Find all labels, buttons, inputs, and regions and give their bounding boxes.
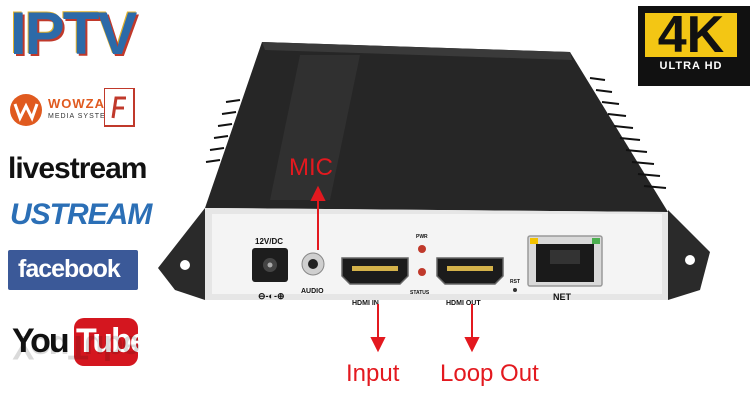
reset-button bbox=[513, 288, 517, 292]
iptv-logo: IPTV bbox=[10, 0, 137, 67]
ustream-logo: USTREAM bbox=[10, 198, 152, 231]
pwr-led-label: PWR bbox=[416, 234, 428, 240]
4k-badge-text: 4K bbox=[657, 6, 725, 64]
facebook-logo-box bbox=[8, 250, 138, 290]
mic-arrow-icon bbox=[310, 185, 326, 201]
streaming-logos: IPTV WOWZA MEDIA SYSTEMS livestream USTR… bbox=[0, 0, 170, 400]
polarity-icon: ⊖-◐-⊕ bbox=[258, 291, 285, 301]
4k-ultra-hd-badge: 4K ULTRA HD bbox=[638, 6, 750, 86]
mic-caption: MIC bbox=[289, 154, 333, 181]
flash-logo-icon bbox=[104, 88, 135, 127]
ethernet-led-green bbox=[592, 238, 600, 244]
loop-out-arrow-icon bbox=[464, 337, 480, 353]
facebook-logo: facebook bbox=[18, 255, 121, 283]
power-label: 12V/DC bbox=[255, 237, 283, 246]
input-caption: Input bbox=[346, 360, 400, 387]
net-label: NET bbox=[553, 292, 572, 302]
hdmi-out-label: HDMI OUT bbox=[446, 300, 481, 307]
youtube-logo-you: You bbox=[12, 322, 70, 360]
left-ear-hole-icon bbox=[180, 260, 190, 270]
wowza-emblem-icon bbox=[10, 94, 42, 126]
ethernet-led-yellow bbox=[530, 238, 538, 244]
status-led bbox=[418, 268, 426, 276]
ultra-hd-text: ULTRA HD bbox=[641, 57, 741, 75]
annotation-arrows bbox=[310, 185, 480, 353]
right-ear-hole-icon bbox=[685, 255, 695, 265]
audio-label: AUDIO bbox=[301, 288, 324, 295]
status-led-label: STATUS bbox=[410, 290, 430, 296]
left-mounting-ear bbox=[158, 208, 205, 300]
wowza-subtitle: MEDIA SYSTEMS bbox=[48, 113, 119, 120]
reset-label: RST bbox=[510, 279, 520, 285]
youtube-logo-box bbox=[74, 318, 138, 366]
youtube-logo-tube: Tube bbox=[76, 322, 149, 360]
pwr-led bbox=[418, 245, 426, 253]
hdmi-in-label: HDMI IN bbox=[352, 300, 379, 307]
input-arrow-icon bbox=[370, 337, 386, 353]
wowza-logo: WOWZA bbox=[48, 96, 105, 111]
vent-slots bbox=[205, 77, 667, 189]
livestream-logo: livestream bbox=[8, 152, 147, 185]
loop-out-caption: Loop Out bbox=[440, 360, 539, 387]
right-mounting-ear bbox=[668, 210, 710, 300]
